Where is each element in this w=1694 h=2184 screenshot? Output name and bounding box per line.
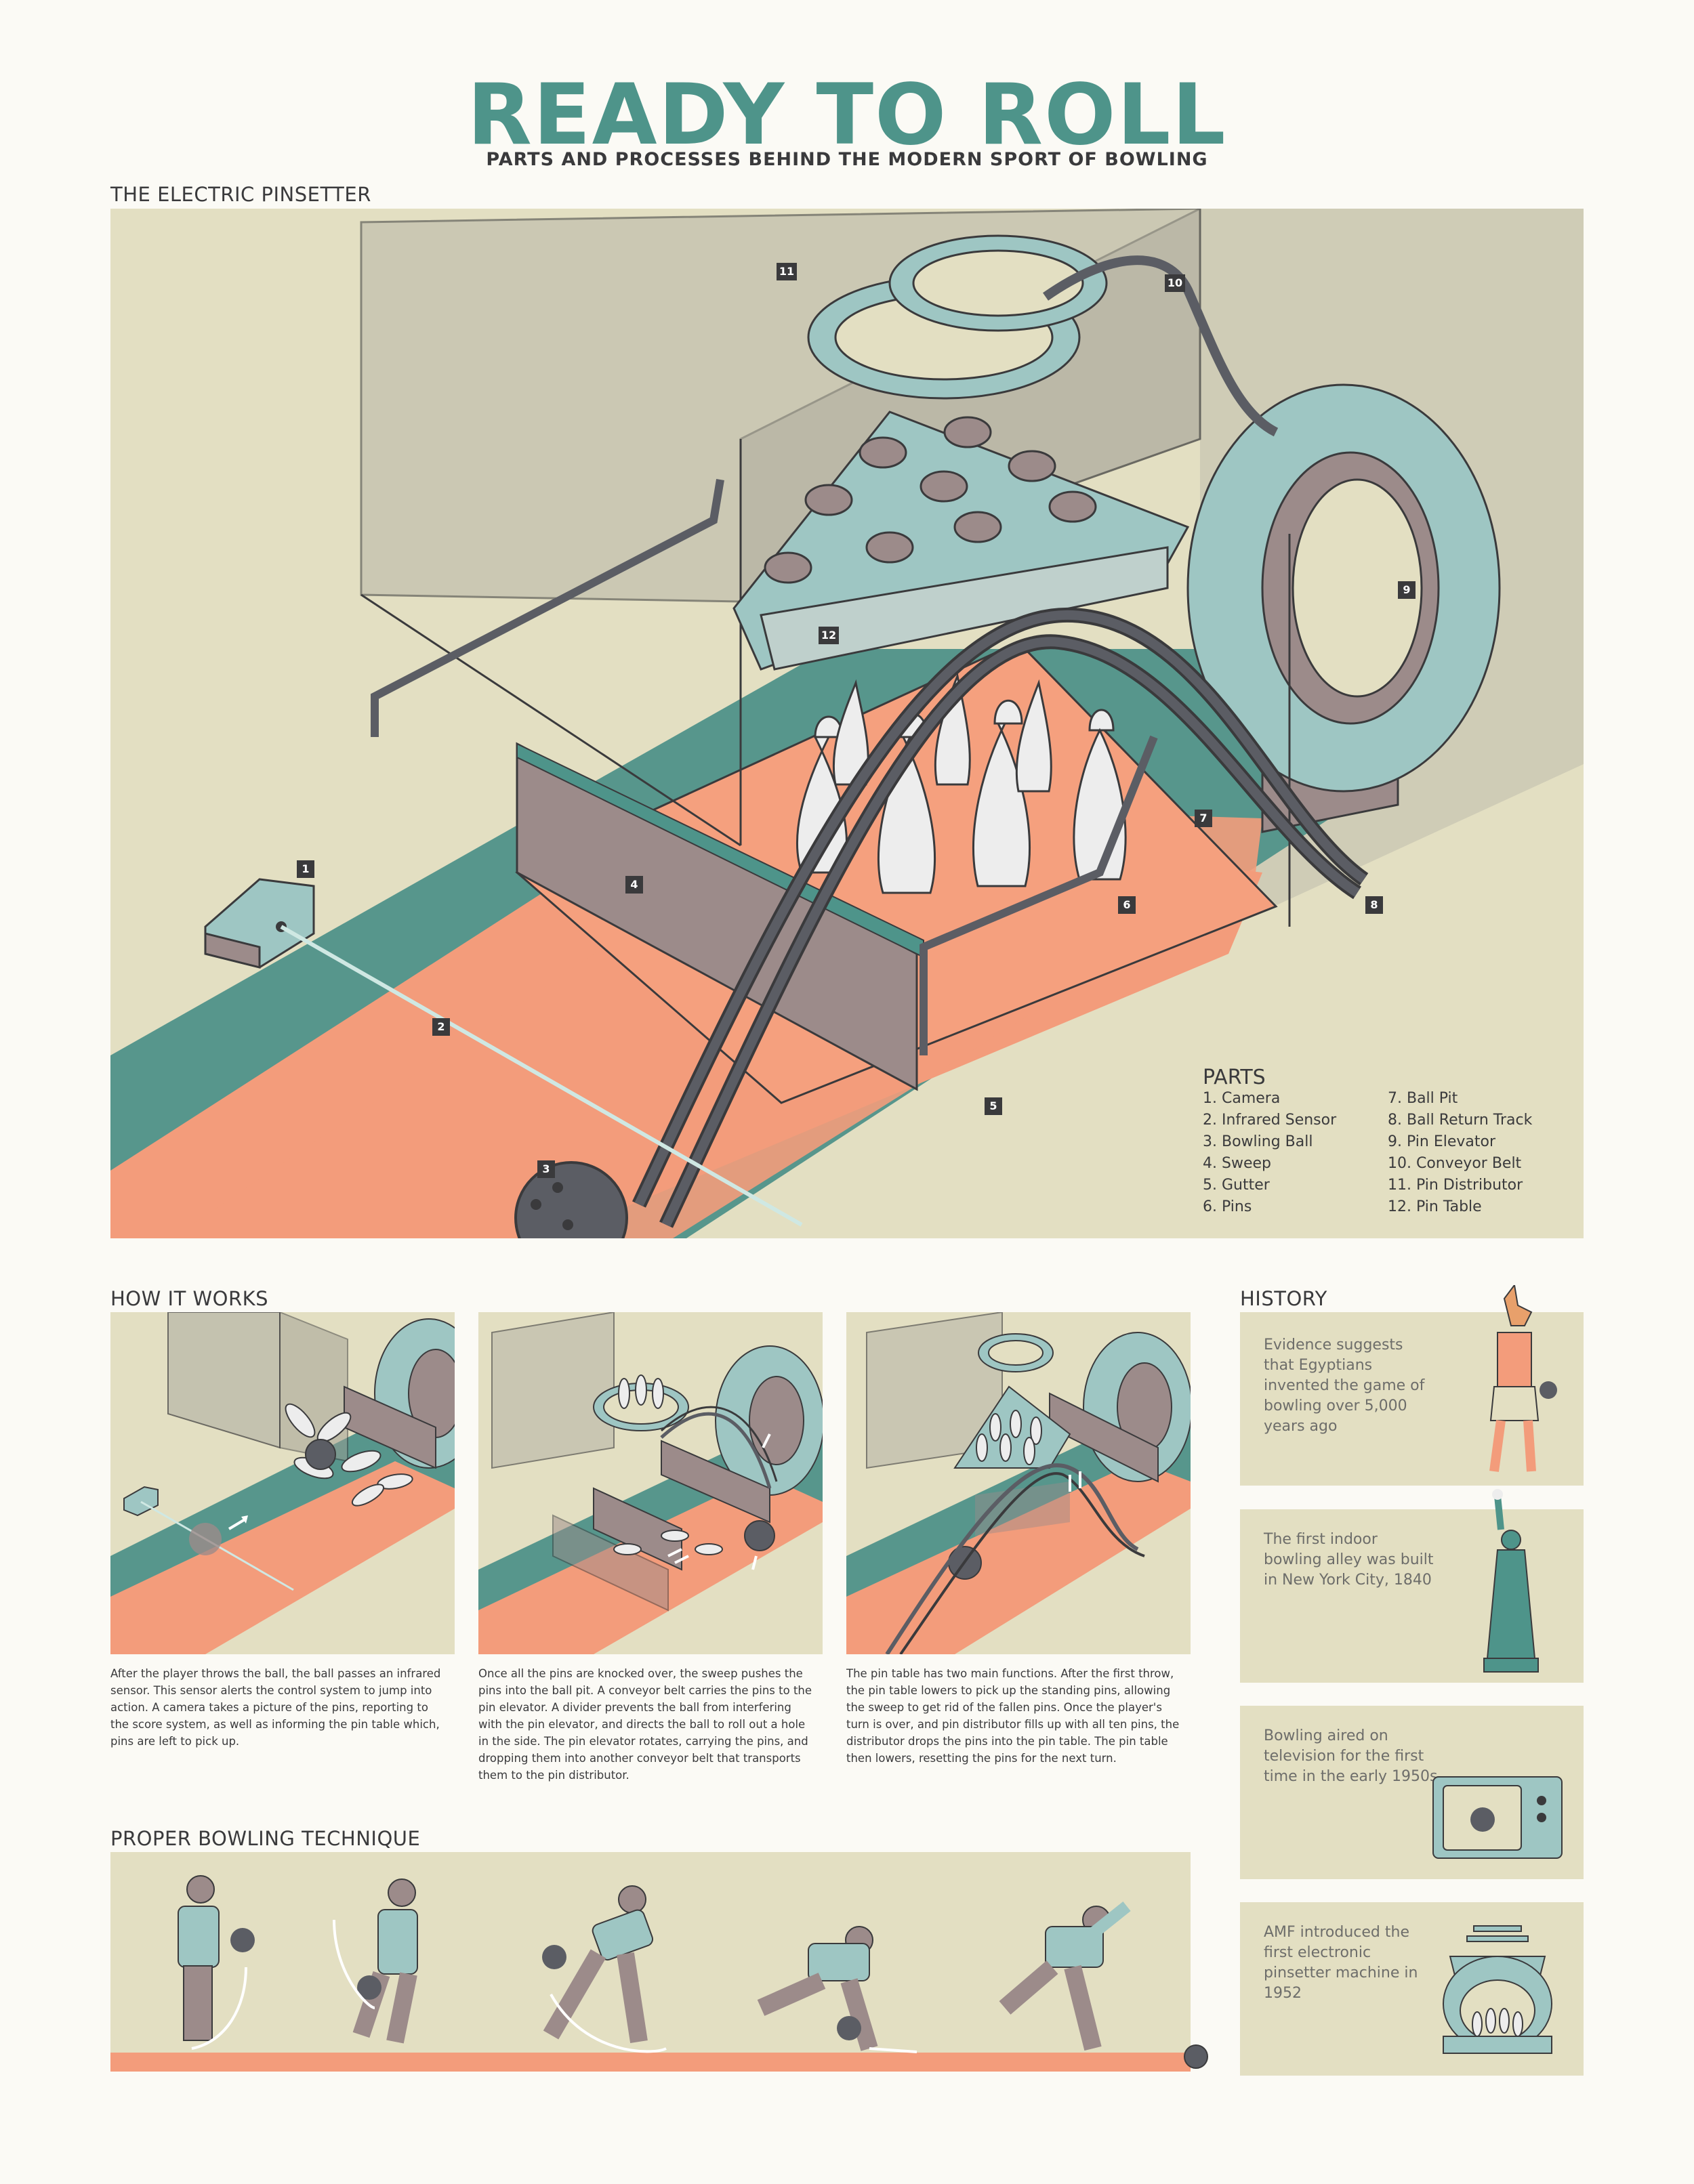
infrared-sensor xyxy=(280,925,803,1227)
part-item: 10. Conveyor Belt xyxy=(1388,1155,1522,1172)
bowler-backswing xyxy=(542,1885,667,2053)
how-it-works-heading: HOW IT WORKS xyxy=(110,1287,269,1310)
parts-list-left: 1. Camera 2. Infrared Sensor 3. Bowling … xyxy=(1203,1088,1392,1218)
pin-distributor xyxy=(807,234,1108,400)
technique-heading: PROPER BOWLING TECHNIQUE xyxy=(110,1827,421,1850)
parts-list-right: 7. Ball Pit 8. Ball Return Track 9. Pin … xyxy=(1388,1088,1577,1218)
parts-heading: PARTS xyxy=(1203,1066,1266,1089)
history-heading: HISTORY xyxy=(1240,1287,1327,1310)
history-card-1: Evidence suggests that Egyptians invente… xyxy=(1240,1285,1584,1486)
step-3-caption: The pin table has two main functions. Af… xyxy=(846,1667,1180,1765)
part-item: 7. Ball Pit xyxy=(1388,1090,1458,1107)
badge-6: 6 xyxy=(1118,896,1136,914)
step-2-caption: Once all the pins are knocked over, the … xyxy=(478,1667,812,1782)
badge-5: 5 xyxy=(985,1097,1002,1115)
step-2-panel xyxy=(478,1312,823,1654)
bowler-follow-through xyxy=(999,1901,1131,2051)
badge-10: 10 xyxy=(1165,274,1185,292)
technique-ball-icon xyxy=(1184,2044,1208,2069)
badge-8: 8 xyxy=(1365,896,1383,914)
statue-of-liberty-icon xyxy=(1483,1489,1539,1673)
step-2-illustration xyxy=(478,1312,823,1654)
part-item: 12. Pin Table xyxy=(1388,1198,1482,1215)
badge-12: 12 xyxy=(819,627,839,644)
step-1-caption: After the player throws the ball, the ba… xyxy=(110,1667,441,1748)
part-item: 8. Ball Return Track xyxy=(1388,1112,1533,1129)
pinsetter-diagram: 1 2 3 4 5 6 7 8 9 10 11 12 PARTS 1. Came… xyxy=(110,209,1584,1238)
part-item: 5. Gutter xyxy=(1203,1177,1270,1194)
television-icon xyxy=(1432,1776,1563,1859)
bowling-ball xyxy=(514,1161,628,1238)
pinsetter-illustration xyxy=(110,209,1584,1238)
technique-panel xyxy=(110,1852,1191,2072)
bowler-stance xyxy=(178,1875,255,2050)
part-item: 2. Infrared Sensor xyxy=(1203,1112,1337,1129)
badge-3: 3 xyxy=(537,1160,555,1178)
step-1-illustration xyxy=(110,1312,455,1654)
part-item: 1. Camera xyxy=(1203,1090,1281,1107)
step-3-panel xyxy=(846,1312,1191,1654)
history-text-2: The first indoor bowling alley was built… xyxy=(1264,1531,1434,1589)
camera xyxy=(204,878,315,969)
page-title: READY TO ROLL xyxy=(467,66,1227,164)
bowler-pushaway xyxy=(333,1878,418,2044)
step-3-illustration xyxy=(846,1312,1191,1654)
part-item: 3. Bowling Ball xyxy=(1203,1133,1313,1150)
history-text-1: Evidence suggests that Egyptians invente… xyxy=(1264,1337,1425,1435)
part-item: 4. Sweep xyxy=(1203,1155,1271,1172)
history-text-4: AMF introduced the first electronic pins… xyxy=(1264,1924,1418,2002)
part-item: 11. Pin Distributor xyxy=(1388,1177,1523,1194)
history-card-2: The first indoor bowling alley was built… xyxy=(1240,1489,1584,1683)
bowler-slide xyxy=(757,1926,917,2053)
pinsetter-machine-icon xyxy=(1443,1925,1552,2054)
badge-2: 2 xyxy=(432,1018,450,1036)
badge-4: 4 xyxy=(625,876,643,894)
badge-9: 9 xyxy=(1398,581,1416,599)
part-item: 6. Pins xyxy=(1203,1198,1252,1215)
history-text-3: Bowling aired on television for the firs… xyxy=(1264,1727,1438,1785)
history-card-4: AMF introduced the first electronic pins… xyxy=(1240,1902,1584,2076)
badge-7: 7 xyxy=(1195,810,1212,827)
technique-illustration xyxy=(110,1875,1191,2072)
pinsetter-heading: THE ELECTRIC PINSETTER xyxy=(110,183,371,206)
page-subtitle: PARTS AND PROCESSES BEHIND THE MODERN SP… xyxy=(486,149,1208,170)
anubis-icon xyxy=(1489,1285,1557,1472)
history-card-3: Bowling aired on television for the firs… xyxy=(1240,1706,1584,1879)
part-item: 9. Pin Elevator xyxy=(1388,1133,1495,1150)
badge-1: 1 xyxy=(297,860,314,878)
badge-11: 11 xyxy=(777,263,797,280)
step-1-panel xyxy=(110,1312,455,1654)
